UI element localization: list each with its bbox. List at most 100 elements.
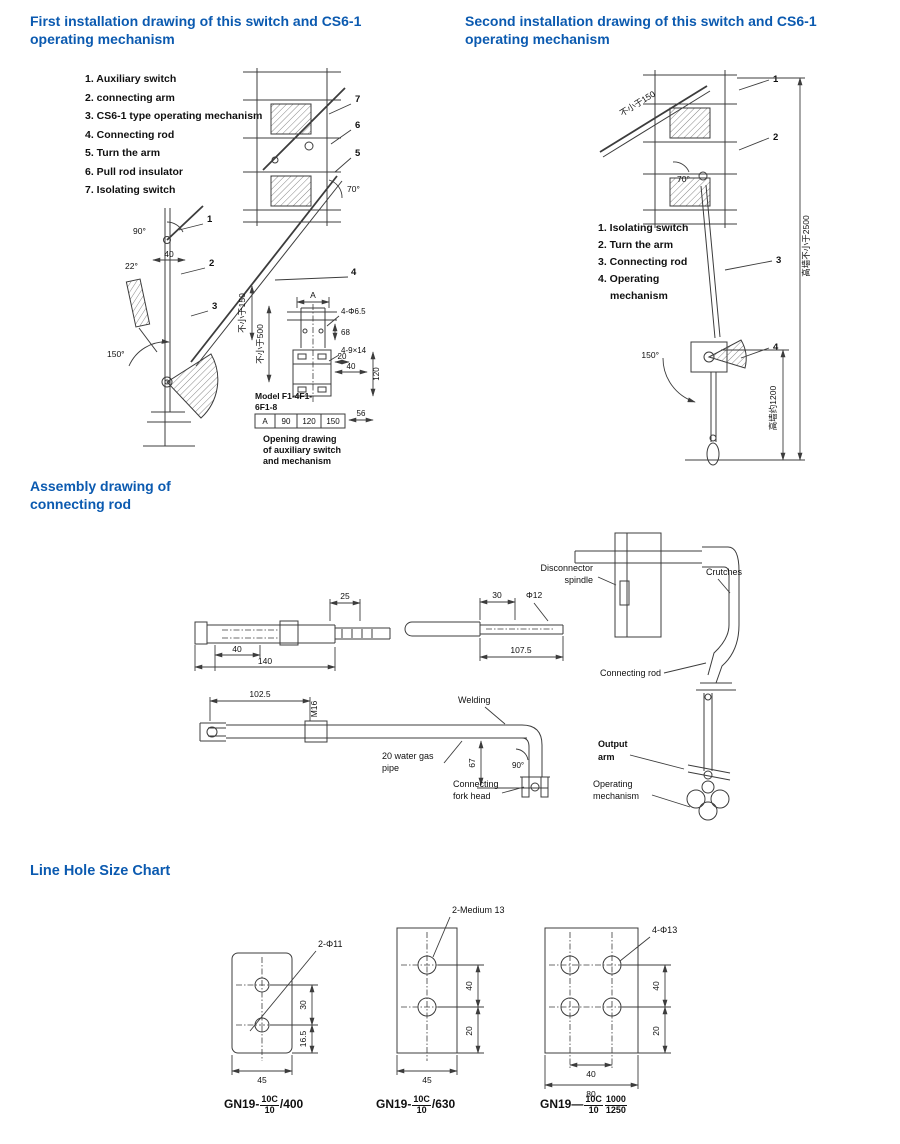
dim-detail-a: A xyxy=(310,290,316,300)
dim-20: 20 xyxy=(464,1026,474,1036)
dim-107-5: 107.5 xyxy=(510,645,532,655)
dim-angle-150: 150° xyxy=(107,349,125,359)
dim-min-500: 不小于500 xyxy=(255,324,265,364)
legend-item: 3. CS6-1 type operating mechanism xyxy=(85,110,263,122)
isolating-switch-assembly xyxy=(243,68,346,226)
label-water-gas-pipe-2: pipe xyxy=(382,763,399,773)
dim-40: 40 xyxy=(651,981,661,991)
second-drawing-title: Second installation drawing of this swit… xyxy=(465,13,817,48)
isolating-switch-assembly xyxy=(599,70,737,228)
angle-70-arc xyxy=(672,161,690,173)
dim-140: 140 xyxy=(258,656,272,666)
label-fork-head-1: Connecting xyxy=(453,779,499,789)
callout-6: 6 xyxy=(355,120,360,131)
legend-item: 4. Operating mechanism xyxy=(598,273,668,302)
first-drawing-title: First installation drawing of this switc… xyxy=(30,13,362,48)
dim-30: 30 xyxy=(492,590,502,600)
hole-label-2phi11: 2-Φ11 xyxy=(318,939,343,949)
dim-40b: 40 xyxy=(347,362,356,371)
caption-line1: Opening drawing xyxy=(263,434,337,444)
dim-102-5: 102.5 xyxy=(249,689,271,699)
legend-item: 4. Connecting rod xyxy=(85,128,175,141)
callout-leaders xyxy=(178,103,352,317)
dim-80: 80 xyxy=(586,1089,596,1099)
dim-angle-70: 70° xyxy=(347,184,360,194)
connecting-rod-main xyxy=(190,175,343,367)
first-drawing-legend: 1. Auxiliary switch 2. connecting arm 3.… xyxy=(85,70,270,200)
rod-upper-middle xyxy=(404,598,564,661)
dim-40: 40 xyxy=(164,249,174,259)
hole-label-4phi13: 4-Φ13 xyxy=(652,925,677,935)
label-welding: Welding xyxy=(458,695,490,705)
legend-item: 1. Isolating switch xyxy=(598,222,689,234)
model-prefix: GN19- xyxy=(224,1097,260,1112)
caption-line3: and mechanism xyxy=(263,456,331,466)
legend-item: 7. Isolating switch xyxy=(85,184,176,196)
dim-phi12: Φ12 xyxy=(526,590,543,600)
legend-item: 6. Pull rod insulator xyxy=(85,165,184,178)
dim-68: 68 xyxy=(341,328,350,337)
table-cell-90: 90 xyxy=(282,417,291,426)
hole-plate-1000 xyxy=(544,927,671,1089)
legend-item: 5. Turn the arm xyxy=(85,147,161,159)
legend-item: 3. Connecting rod xyxy=(598,256,688,268)
second-drawing-legend: 1. Isolating switch 2. Turn the arm 3. C… xyxy=(598,220,698,305)
label-connecting-rod: Connecting rod xyxy=(600,668,661,678)
table-cell-150: 150 xyxy=(326,417,340,426)
dim-wall-1200: 高墙约1200 xyxy=(768,386,778,431)
label-output-arm-1: Output xyxy=(598,739,628,749)
angle-150-arc xyxy=(662,357,696,403)
auxiliary-switch-detail xyxy=(287,297,376,423)
assembly-drawing: 25 40 140 30 Φ12 107.5 xyxy=(194,532,743,821)
callout-1: 1 xyxy=(773,74,779,85)
dim-120: 120 xyxy=(372,367,381,381)
model-prefix: GN19— xyxy=(540,1097,584,1112)
callout-2: 2 xyxy=(773,132,778,143)
legend-item: 2. Turn the arm xyxy=(598,239,674,251)
callout-7: 7 xyxy=(355,94,360,105)
dim-45: 45 xyxy=(257,1075,267,1085)
second-installation-drawing: 不小于150 70° 1 2 3 4 150° xyxy=(599,70,811,466)
dim-45: 45 xyxy=(422,1075,432,1085)
rod-upper-left xyxy=(194,599,391,671)
hole-plate-400 xyxy=(231,950,318,1075)
dim-20: 20 xyxy=(651,1026,661,1036)
wall-dimension-lines xyxy=(705,77,805,461)
dim-wall-2500: 高墙不小于2500 xyxy=(801,215,811,277)
dim-m16: M16 xyxy=(309,700,319,717)
disconnector-spindle-assembly xyxy=(574,532,740,691)
rod-lower xyxy=(199,697,550,798)
dim-angle-150: 150° xyxy=(641,350,659,360)
caption-line2: of auxiliary switch xyxy=(263,445,341,455)
hole-plate-630 xyxy=(396,916,484,1075)
model-suffix: /630 xyxy=(431,1097,456,1112)
label-water-gas-pipe-1: 20 water gas xyxy=(382,751,434,761)
dim-angle-90: 90° xyxy=(133,226,146,236)
operating-mechanism-output xyxy=(629,693,731,821)
model-label-line2: 6F1-8 xyxy=(255,402,277,412)
legend-item: 2. connecting arm xyxy=(85,91,175,104)
connecting-rod xyxy=(700,184,721,339)
callout-3: 3 xyxy=(776,255,781,266)
dim-angle-90: 90° xyxy=(512,761,524,770)
callout-1: 1 xyxy=(207,214,213,225)
table-cell-120: 120 xyxy=(302,417,316,426)
callout-5: 5 xyxy=(355,148,361,159)
model-label-line1: Model F1-4F1- xyxy=(255,391,312,401)
model-suffix: /400 xyxy=(279,1097,304,1112)
dim-holes-4phi65: 4-Φ6.5 xyxy=(341,307,366,316)
dim-25: 25 xyxy=(340,591,350,601)
label-operating-mechanism-1: Operating xyxy=(593,779,633,789)
hole-label-2medium13: 2-Medium 13 xyxy=(452,905,505,915)
label-disconnector-spindle-1: Disconnector xyxy=(540,563,593,573)
model-prefix: GN19- xyxy=(376,1097,412,1112)
dim-20: 20 xyxy=(338,352,347,361)
line-hole-chart-title: Line Hole Size Chart xyxy=(30,863,171,879)
callout-4: 4 xyxy=(773,342,779,353)
